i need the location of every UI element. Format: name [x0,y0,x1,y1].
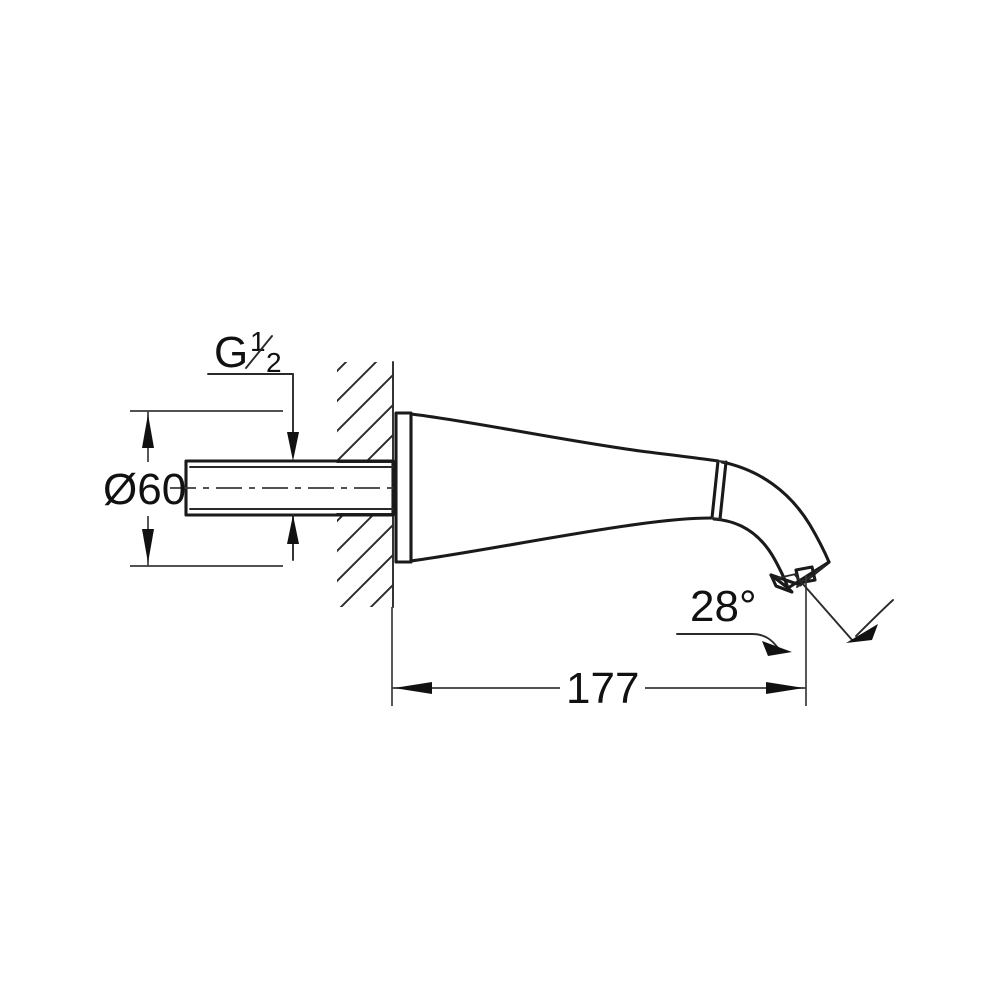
angle-reference-line-oblique [794,574,854,642]
body-lower-profile [409,516,714,563]
spout-body [409,412,831,590]
escutcheon-flange [394,411,413,564]
pipe-outer-outline [184,459,395,517]
projection-dimension-group: 177 [391,575,807,713]
diameter-dimension-label: Ø60 [103,465,186,514]
thread-fraction-denominator: 2 [266,347,282,378]
wall-hatch-lower [337,513,393,607]
escutcheon-outline [394,411,413,564]
aerator-seat-edge [777,573,797,579]
thread-arrow-bottom [287,515,299,544]
joint-ring-cap-top [717,460,727,463]
projection-dimension-label: 177 [566,664,639,713]
thread-callout-text: G 1 2 [214,326,282,378]
angle-annotation-group: 28° [676,574,894,656]
joint-ring-line-back [718,460,728,521]
angle-leader-curve-right [855,599,894,637]
body-upper-bend-profile [720,460,831,564]
angle-arrow-left [762,641,792,656]
angle-leader-curve [751,633,779,649]
thread-callout-group [207,373,299,561]
angle-arrow-right [846,624,878,643]
angle-dimension-label: 28° [690,582,757,631]
joint-ring-cap-bottom [711,517,721,520]
body-upper-profile [409,412,720,463]
outlet-lower-lip [769,573,794,594]
thread-arrow-top [287,432,299,461]
thread-fraction-slash [245,335,273,369]
threaded-inlet-pipe [170,459,400,517]
diameter-arrow-up [142,414,154,448]
diameter-arrow-down [142,529,154,563]
projection-arrow-right [766,682,804,694]
thread-prefix-label: G [214,328,248,377]
projection-arrow-left [394,682,432,694]
joint-ring-line-front [710,459,720,520]
diameter-dimension-group: Ø60 [103,410,283,567]
wall-hatch-upper [337,362,393,463]
